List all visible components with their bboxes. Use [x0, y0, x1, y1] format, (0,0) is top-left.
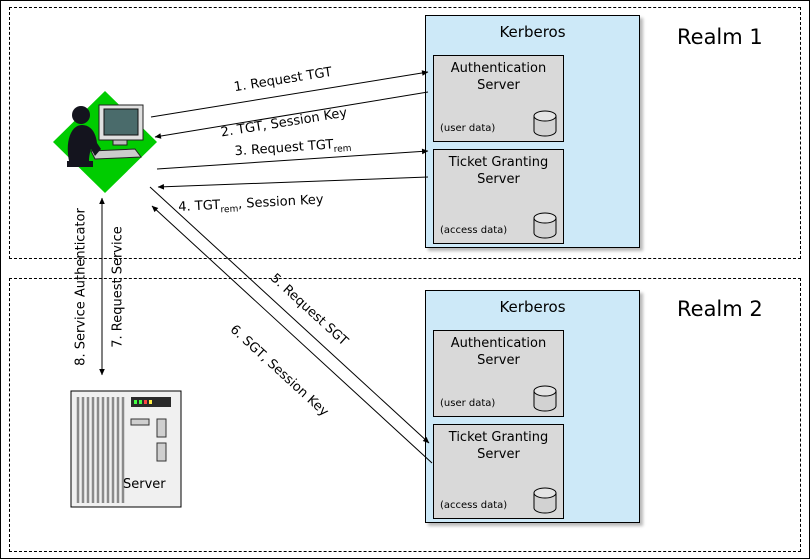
arrow-label-4-text: 4. TGT	[177, 197, 221, 216]
authentication-server-box-realm2: Authentication Server (user data)	[433, 330, 564, 417]
database-icon	[533, 212, 557, 239]
arrow-label-4-suffix: , Session Key	[237, 192, 324, 212]
arrow-label-4-subscript: rem	[220, 204, 239, 216]
authentication-server-box-realm1: Authentication Server (user data)	[433, 55, 564, 142]
kerberos-title-realm1: Kerberos	[499, 23, 566, 41]
ticket-granting-server-title: Ticket Granting Server	[448, 155, 549, 187]
kerberos-title-realm2: Kerberos	[499, 298, 566, 316]
realm2-label: Realm 2	[677, 297, 763, 321]
server-label: Server	[123, 477, 166, 492]
authentication-server-title: Authentication Server	[450, 336, 547, 368]
ticket-granting-server-box-realm1: Ticket Granting Server (access data)	[433, 149, 564, 244]
access-data-label: (access data)	[440, 500, 508, 511]
arrow-label-8: 8. Service Authenticator	[73, 208, 89, 366]
server-icon	[70, 390, 182, 508]
ticket-granting-server-box-realm2: Ticket Granting Server (access data)	[433, 424, 564, 519]
client-computer-icon	[53, 91, 157, 193]
kerberos-box-realm2: Kerberos Authentication Server (user dat…	[425, 290, 640, 523]
realm1-label: Realm 1	[677, 25, 763, 49]
database-icon	[533, 110, 557, 137]
kerberos-box-realm1: Kerberos Authentication Server (user dat…	[425, 15, 640, 248]
database-icon	[533, 487, 557, 514]
access-data-label: (access data)	[440, 225, 508, 236]
ticket-granting-server-title: Ticket Granting Server	[448, 430, 549, 462]
arrow-label-3-subscript: rem	[333, 143, 352, 155]
user-data-label: (user data)	[440, 398, 496, 409]
user-data-label: (user data)	[440, 123, 496, 134]
authentication-server-title: Authentication Server	[450, 61, 547, 93]
arrow-label-7: 7. Request Service	[110, 226, 126, 348]
database-icon	[533, 385, 557, 412]
